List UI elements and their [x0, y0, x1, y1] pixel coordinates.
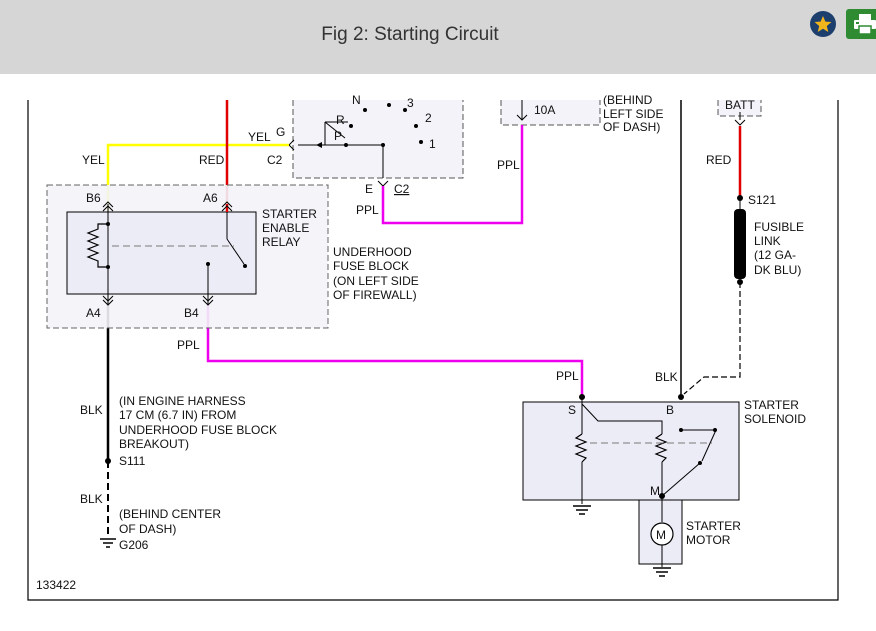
fuse-block-label-line-4: OF FIREWALL) [333, 288, 417, 302]
star-icon [814, 16, 832, 32]
batt-label: BATT [725, 98, 755, 112]
wire-fusible-dashed [683, 282, 741, 395]
switch-position-p: P [334, 129, 342, 143]
relay-pin-a4: A4 [86, 306, 101, 320]
fusible-link-line-2: LINK [754, 234, 781, 248]
wire-label-yel-1: YEL [82, 153, 105, 167]
ground-g206-symbol [100, 538, 116, 548]
switch-terminal-g: G [276, 125, 285, 139]
switch-terminal-e: E [365, 182, 373, 196]
switch-position-3: 3 [407, 96, 414, 110]
wire-label-ppl-1: PPL [497, 158, 520, 172]
splice-s111-label: S111 [119, 454, 146, 468]
figure-id: 133422 [36, 578, 76, 592]
fuse-block-label-line-3: (ON LEFT SIDE [333, 274, 419, 288]
harness-note-line-2: 17 CM (6.7 IN) FROM [119, 408, 236, 422]
diagram-frame [27, 100, 839, 601]
solenoid-terminal-m: M [650, 484, 660, 498]
fusible-link: S121 FUSIBLE LINK (12 GA- DK BLU) [734, 193, 804, 285]
fusible-link-line-4: DK BLU) [754, 263, 801, 277]
ignition-switch: N 3 R 2 P 1 G C2 E C2 [267, 93, 464, 196]
relay-pin-a6: A6 [203, 191, 218, 205]
starting-circuit-diagram: N 3 R 2 P 1 G C2 E C2 10A (BEHIND LEFT S… [27, 93, 839, 601]
harness-note-line-4: BREAKOUT) [119, 437, 189, 451]
wire-label-blk-3: BLK [655, 370, 678, 384]
relay-label-line-3: RELAY [262, 235, 300, 249]
relay-pin-b4: B4 [184, 306, 199, 320]
motor-symbol: M [656, 528, 666, 542]
wire-label-ppl-2: PPL [356, 203, 379, 217]
page-header: Fig 2: Starting Circuit [0, 0, 876, 74]
fusible-link-line-1: FUSIBLE [754, 220, 804, 234]
ground-note-line-2: OF DASH) [119, 522, 176, 536]
switch-position-r: R [336, 113, 345, 127]
wire-ppl-solenoid [206, 304, 584, 397]
solenoid-terminal-s: S [568, 403, 576, 417]
harness-note-line-3: UNDERHOOD FUSE BLOCK [119, 423, 277, 437]
underhood-fuse-block: B6 A6 A4 B4 STARTER ENABLE RELAY UNDERHO… [46, 184, 419, 329]
fuse-location-line-2: LEFT SIDE [603, 107, 663, 121]
wire-label-blk-1: BLK [80, 403, 103, 417]
harness-note-line-1: (IN ENGINE HARNESS [119, 394, 246, 408]
switch-position-1: 1 [429, 137, 436, 151]
wire-label-ppl-3: PPL [177, 338, 200, 352]
relay-label-line-1: STARTER [262, 207, 317, 221]
starter-solenoid: S B STARTER SOLENOID M [522, 394, 806, 515]
wire-label-ppl-4: PPL [556, 369, 579, 383]
switch-connector-top: C2 [267, 153, 283, 167]
switch-position-n: N [352, 93, 361, 107]
solenoid-label-line-2: SOLENOID [744, 412, 806, 426]
wire-label-yel-2: YEL [248, 130, 271, 144]
relay-pin-b6: B6 [86, 191, 101, 205]
fuse-location-line-1: (BEHIND [603, 93, 653, 107]
favorite-button[interactable] [810, 11, 836, 37]
fuse-location-line-3: OF DASH) [603, 120, 660, 134]
wire-label-red-1: RED [199, 153, 225, 167]
starter-enable-relay [66, 211, 257, 295]
printer-icon [854, 14, 876, 35]
ground-g206-label: G206 [119, 538, 149, 552]
page-title: Fig 2: Starting Circuit [321, 24, 499, 45]
wire-ppl-switch [381, 125, 524, 225]
motor-label-line-2: MOTOR [686, 533, 731, 547]
fusible-link-line-3: (12 GA- [754, 248, 796, 262]
fuse-10a: 10A (BEHIND LEFT SIDE OF DASH) [500, 93, 663, 134]
wire-label-red-2: RED [706, 153, 732, 167]
solenoid-label-line-1: STARTER [744, 398, 799, 412]
solenoid-terminal-b: B [666, 403, 674, 417]
starter-motor: M STARTER MOTOR [638, 499, 741, 577]
splice-s121-label: S121 [748, 193, 776, 207]
wire-label-blk-2: BLK [80, 492, 103, 506]
switch-position-2: 2 [425, 111, 432, 125]
switch-connector-bottom: C2 [394, 182, 410, 196]
fuse-rating: 10A [534, 103, 555, 117]
relay-label-line-2: ENABLE [262, 221, 309, 235]
fuse-block-label-line-1: UNDERHOOD [333, 245, 412, 259]
battery-connection: BATT [717, 98, 762, 126]
splice-s111 [105, 458, 111, 464]
print-button[interactable] [846, 9, 876, 39]
ground-note-line-1: (BEHIND CENTER [119, 507, 221, 521]
fuse-block-label-line-2: FUSE BLOCK [333, 259, 409, 273]
motor-label-line-1: STARTER [686, 519, 741, 533]
